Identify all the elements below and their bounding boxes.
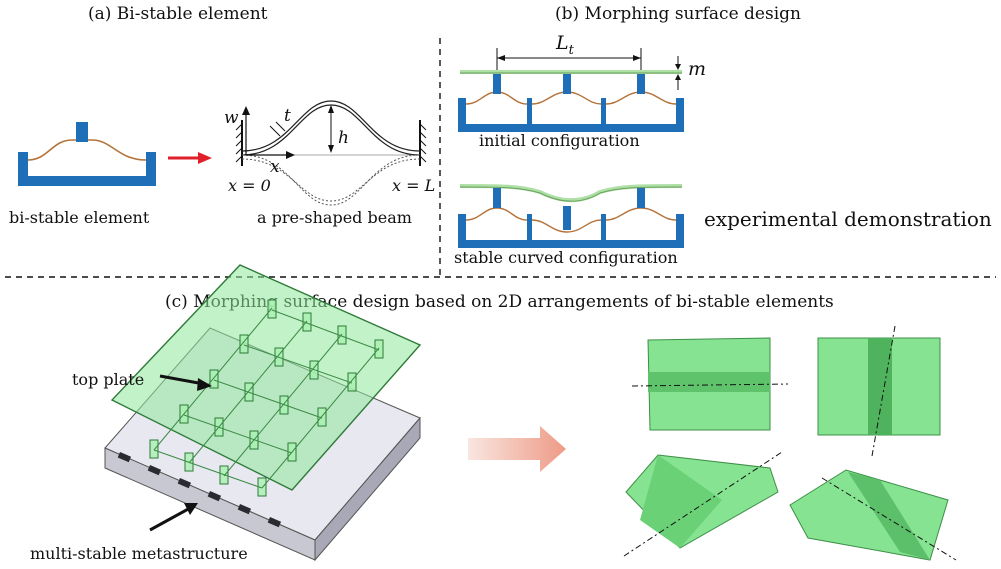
initial-configuration — [458, 48, 684, 132]
bi-stable-element — [18, 122, 156, 186]
w-label: w — [224, 108, 239, 128]
pre-shaped-beam — [235, 100, 427, 206]
bi-stable-element-label: bi-stable element — [9, 208, 150, 227]
initial-configuration-label: initial configuration — [479, 131, 640, 150]
lt-label: Lt — [556, 32, 574, 58]
x-label: x — [270, 157, 280, 177]
panel-b-drawing — [458, 48, 684, 248]
panel-a-title: (a) Bi-stable element — [88, 4, 268, 24]
experimental-demonstration-label: experimental demonstration — [704, 207, 992, 231]
panel-b-title: (b) Morphing surface design — [555, 4, 801, 24]
lt-main: L — [556, 32, 569, 54]
morphed-surface-3 — [623, 451, 783, 557]
metastructure-assembly — [104, 264, 422, 562]
m-label: m — [688, 58, 707, 80]
metastructure-label: multi-stable metastructure — [30, 544, 248, 563]
curved-configuration-label: stable curved configuration — [454, 248, 678, 267]
x0-label: x = 0 — [228, 176, 271, 195]
morphed-surface-1 — [631, 337, 789, 431]
t-label: t — [284, 106, 291, 126]
morphed-surface-4 — [789, 469, 957, 561]
pre-shaped-beam-label: a pre-shaped beam — [257, 208, 412, 227]
h-label: h — [338, 128, 349, 148]
morphed-surface-2 — [817, 325, 941, 457]
curved-configuration — [458, 184, 684, 248]
panel-a-drawing — [18, 100, 427, 206]
transition-arrow — [468, 426, 566, 472]
red-arrow — [168, 152, 212, 164]
xL-label: x = L — [392, 176, 436, 195]
top-plate-label: top plate — [72, 370, 145, 389]
lt-sub: t — [568, 42, 574, 58]
